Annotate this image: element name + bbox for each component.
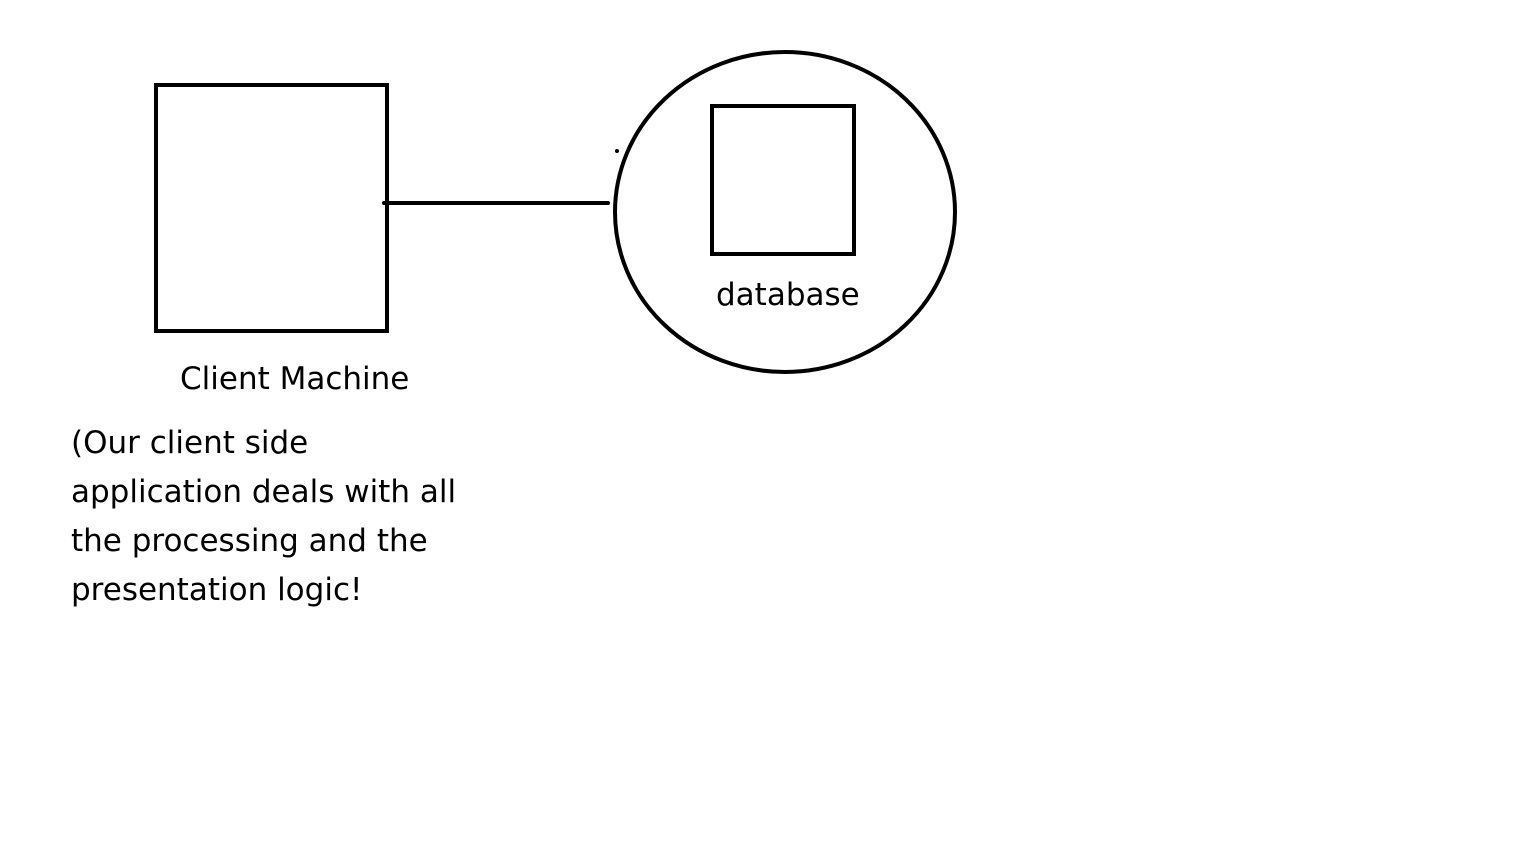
database-box: [710, 104, 856, 256]
stray-dot: [615, 149, 619, 153]
note-line: the processing and the: [71, 523, 428, 559]
database-label: database: [716, 277, 860, 313]
note-line: (Our client side: [71, 425, 309, 461]
server-circle: [613, 50, 957, 374]
note-line: presentation logic!: [71, 572, 363, 608]
note-line: application deals with all: [71, 474, 457, 510]
client-machine-label: Client Machine: [180, 361, 410, 397]
client-machine-box: [154, 83, 389, 333]
